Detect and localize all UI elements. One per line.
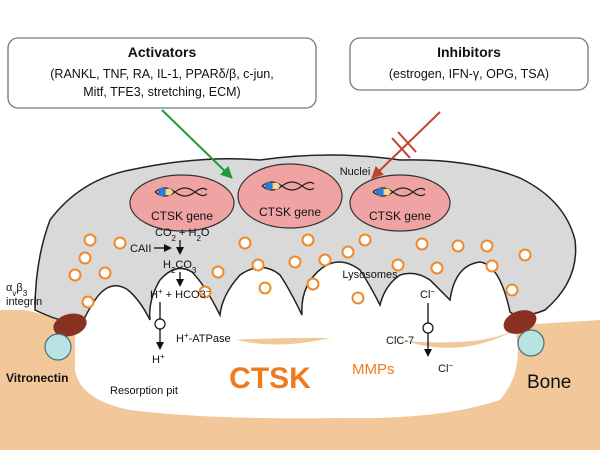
nuclei-label: Nuclei	[340, 166, 371, 178]
dna-icon	[154, 187, 208, 197]
dna-icon	[261, 181, 315, 191]
ctsk-gene-label-1: CTSK gene	[151, 209, 213, 223]
lysosome	[301, 233, 315, 247]
activator-arrow	[161, 109, 233, 179]
inhibitors-title: Inhibitors	[437, 44, 501, 60]
lysosome	[415, 237, 429, 251]
lysosome	[505, 283, 519, 297]
resorption-pit-label: Resorption pit	[110, 385, 178, 397]
lysosome	[198, 285, 212, 299]
h2co3-label: H2CO3	[163, 259, 197, 275]
atpase-label: H+-ATPase	[176, 331, 231, 346]
lysosome	[78, 251, 92, 265]
lysosome	[68, 268, 82, 282]
lysosome	[341, 245, 355, 259]
lysosome	[391, 258, 405, 272]
lysosome	[351, 291, 365, 305]
h-out-label: H+	[152, 352, 165, 367]
nucleus-1	[129, 174, 235, 232]
vitronectin-right	[517, 329, 545, 357]
vitronectin-left	[44, 333, 72, 361]
lysosome	[451, 239, 465, 253]
nucleus-2	[237, 163, 343, 229]
activators-box: Activators (RANKL, TNF, RA, IL-1, PPARδ/…	[7, 37, 317, 109]
lysosome	[288, 255, 302, 269]
bone-label: Bone	[527, 372, 571, 393]
cl-out-label: Cl−	[438, 361, 453, 376]
dna-icon	[372, 187, 426, 197]
atpase-pump	[154, 318, 166, 330]
integrin-right	[503, 310, 537, 334]
mmps-label: MMPs	[352, 361, 395, 378]
activators-title: Activators	[128, 44, 197, 60]
lysosome	[211, 265, 225, 279]
activators-line1: (RANKL, TNF, RA, IL-1, PPARδ/β, c-jun,	[50, 67, 273, 81]
lysosome	[480, 239, 494, 253]
cl-in-label: Cl−	[420, 287, 435, 302]
lysosome	[98, 266, 112, 280]
inhibitor-arrow	[371, 111, 441, 179]
lysosome	[518, 248, 532, 262]
co2-h2o-label: CO2 + H2O	[155, 227, 210, 243]
lysosome	[306, 277, 320, 291]
lysosome	[430, 261, 444, 275]
ctsk-label: CTSK	[229, 362, 311, 395]
nucleus-3	[349, 174, 451, 232]
integrin-label: integrin	[6, 296, 42, 308]
lysosome	[238, 236, 252, 250]
lysosome-group	[68, 233, 532, 309]
lysosome	[318, 253, 332, 267]
inhibitors-line1: (estrogen, IFN-γ, OPG, TSA)	[389, 67, 549, 81]
lysosome	[258, 281, 272, 295]
clc7-label: ClC-7	[386, 335, 414, 347]
lysosomes-label: Lysosomes	[342, 269, 398, 281]
lysosome	[251, 258, 265, 272]
h-hco3-label: H+ + HCO3−	[150, 287, 211, 302]
lysosome	[485, 259, 499, 273]
lysosome	[83, 233, 97, 247]
ctsk-gene-label-3: CTSK gene	[369, 209, 431, 223]
lysosome	[81, 295, 95, 309]
integrin-left	[53, 313, 87, 337]
lysosome	[113, 236, 127, 250]
cail-label: CAII	[130, 243, 151, 255]
lysosome	[358, 233, 372, 247]
integrin-symbol: αvβ3	[6, 282, 28, 298]
ctsk-gene-label-2: CTSK gene	[259, 205, 321, 219]
inhibitors-box: Inhibitors (estrogen, IFN-γ, OPG, TSA)	[349, 37, 589, 91]
activators-line2: Mitf, TFE3, stretching, ECM)	[83, 85, 240, 99]
clc7-channel	[422, 322, 434, 334]
vitronectin-label: Vitronectin	[6, 371, 68, 385]
resorption-pit	[75, 312, 518, 419]
